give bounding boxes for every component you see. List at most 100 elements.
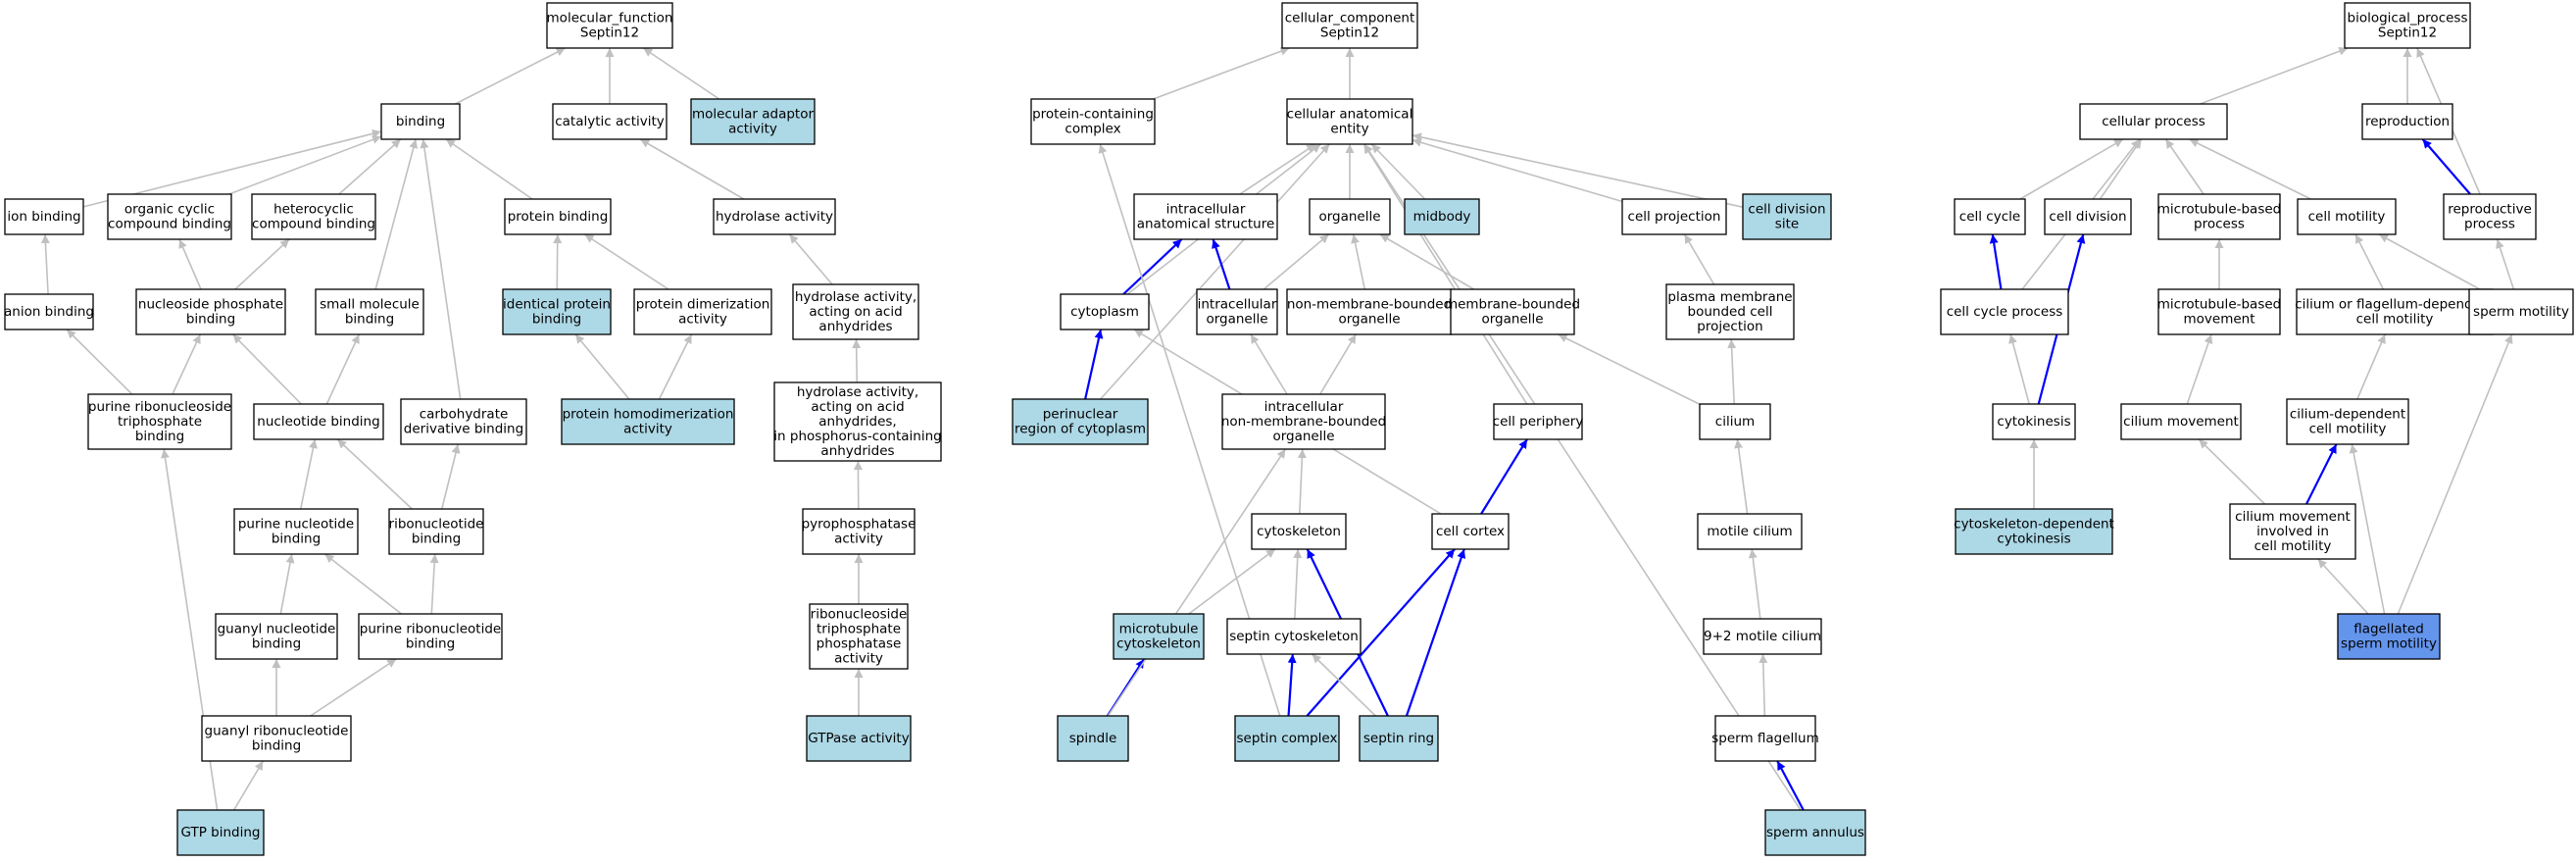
node-box	[1699, 403, 1771, 440]
node-label: spindle	[1069, 731, 1117, 746]
node-label: protein dimerization	[636, 297, 770, 313]
edge-nucb-to-smallmol	[325, 333, 361, 405]
node-label: anhydrides	[818, 319, 892, 334]
node-catalytic: catalytic activity	[552, 103, 668, 140]
node-label: cellular process	[2102, 114, 2205, 129]
node-spermann: sperm annulus	[1764, 809, 1866, 856]
node-box	[1281, 2, 1418, 49]
node-hydrophos: hydrolase activity,acting on acidanhydri…	[773, 381, 942, 462]
node-label: anhydrides	[820, 443, 894, 459]
node-label: triphosphate	[118, 414, 202, 430]
node-label: intracellular	[1264, 399, 1344, 415]
edge-ciliummovemot-to-ciliummove	[2198, 438, 2266, 505]
edge-hydroacid-to-hydro	[788, 233, 833, 285]
node-box	[713, 198, 836, 235]
node-box	[1196, 288, 1278, 335]
edge-cytoskeleton-to-intranonmem	[1297, 448, 1307, 515]
edge-flagsperm-to-ciliummovemot	[2317, 558, 2369, 615]
node-box	[1226, 618, 1362, 655]
edge-ciliumdep-to-ciliaflag	[2356, 333, 2386, 400]
node-box	[2229, 503, 2356, 560]
node-label: cell division	[2049, 209, 2126, 225]
edge-ciliaflag-to-cellmot	[2354, 233, 2385, 290]
node-label: acting on acid	[811, 399, 904, 415]
edge-spindle-to-intranonmem	[1107, 448, 1287, 717]
node-label: compound binding	[108, 217, 231, 232]
node-label: plasma membrane	[1667, 289, 1792, 305]
node-box	[2337, 613, 2441, 660]
node-label: septin cytoskeleton	[1229, 629, 1359, 644]
node-box	[690, 98, 816, 145]
node-box	[552, 103, 668, 140]
node-label: cellular_component	[1285, 11, 1414, 26]
node-label: anatomical structure	[1137, 217, 1275, 232]
edge-nucphos-to-organcyc	[178, 238, 202, 290]
node-label: membrane-bounded	[1445, 297, 1580, 313]
edge-intranonmem-to-intraorg	[1250, 333, 1288, 395]
node-box	[1450, 288, 1575, 335]
edge-mtproc-to-cellproc	[2164, 138, 2204, 195]
node-label: carbohydrate	[420, 407, 509, 423]
node-label: activity	[834, 651, 883, 667]
node-cytoskeleton: cytoskeleton	[1251, 513, 1347, 550]
node-label: protein binding	[508, 209, 609, 225]
node-label: protein-containing	[1032, 107, 1154, 123]
node-label: binding	[272, 532, 321, 547]
node-septcomplex: septin complex	[1234, 715, 1340, 762]
node-hydroacid: hydrolase activity,acting on acidanhydri…	[792, 283, 919, 340]
node-label: molecular_function	[547, 11, 673, 26]
node-cilium: cilium	[1699, 403, 1771, 440]
node-box	[2286, 398, 2409, 445]
node-label: guanyl nucleotide	[218, 622, 336, 637]
node-box	[1703, 618, 1822, 655]
node-cellcortex: cell cortex	[1431, 513, 1510, 550]
node-box	[315, 288, 424, 335]
node-label: purine ribonucleoside	[88, 399, 231, 415]
node-box	[1286, 288, 1453, 335]
edge-purribonuc-to-purnuc	[323, 553, 403, 615]
node-label: cell motility	[2308, 209, 2386, 225]
node-label: bounded cell	[1688, 304, 1773, 320]
node-label: cell division	[1748, 202, 1825, 218]
edge-anion-to-ionb	[40, 233, 50, 295]
edge-intranonmem-to-nonmemorg	[1319, 333, 1357, 395]
edge-protHomo-to-identprot	[574, 333, 630, 400]
edge-spermmot-to-reproproc	[2496, 238, 2515, 290]
edge-cytoplasm-to-intraanat	[1122, 238, 1183, 295]
node-label: triphosphate	[817, 622, 901, 637]
node-label: microtubule-based	[2157, 297, 2282, 313]
node-label: pyrophosphatase	[802, 517, 916, 533]
node-box	[201, 715, 352, 762]
edge-ciliummove-to-mtmove	[2186, 333, 2213, 405]
edge-hetcyc-to-binding	[338, 138, 402, 195]
node-box	[809, 603, 909, 670]
node-box	[358, 613, 503, 660]
edge-spermann-to-spermflag	[1776, 760, 1805, 811]
edge-purribotri-to-anion	[66, 329, 133, 395]
edge-celldiv-to-cellproc	[2099, 138, 2143, 200]
edge-organcyc-to-binding	[228, 135, 382, 195]
edge-carbo-to-binding	[420, 138, 462, 400]
edge-reproproc-to-repro	[2421, 138, 2471, 195]
edge-hydro-to-catalytic	[639, 138, 745, 200]
node-label: identical protein	[503, 297, 611, 313]
node-label: reproduction	[2365, 114, 2450, 129]
edge-nonmemorg-to-organelle	[1351, 233, 1366, 290]
edge-cilium-to-pmproj	[1727, 338, 1737, 405]
edge-septcomplex-to-septcyto	[1287, 653, 1297, 717]
node-box	[1309, 198, 1391, 235]
edge-purribotri-to-nucphos	[172, 333, 202, 395]
node-label: hydrolase activity	[716, 209, 833, 225]
node-box	[1221, 393, 1386, 450]
edge-ribonuc-to-carbo	[440, 443, 461, 510]
